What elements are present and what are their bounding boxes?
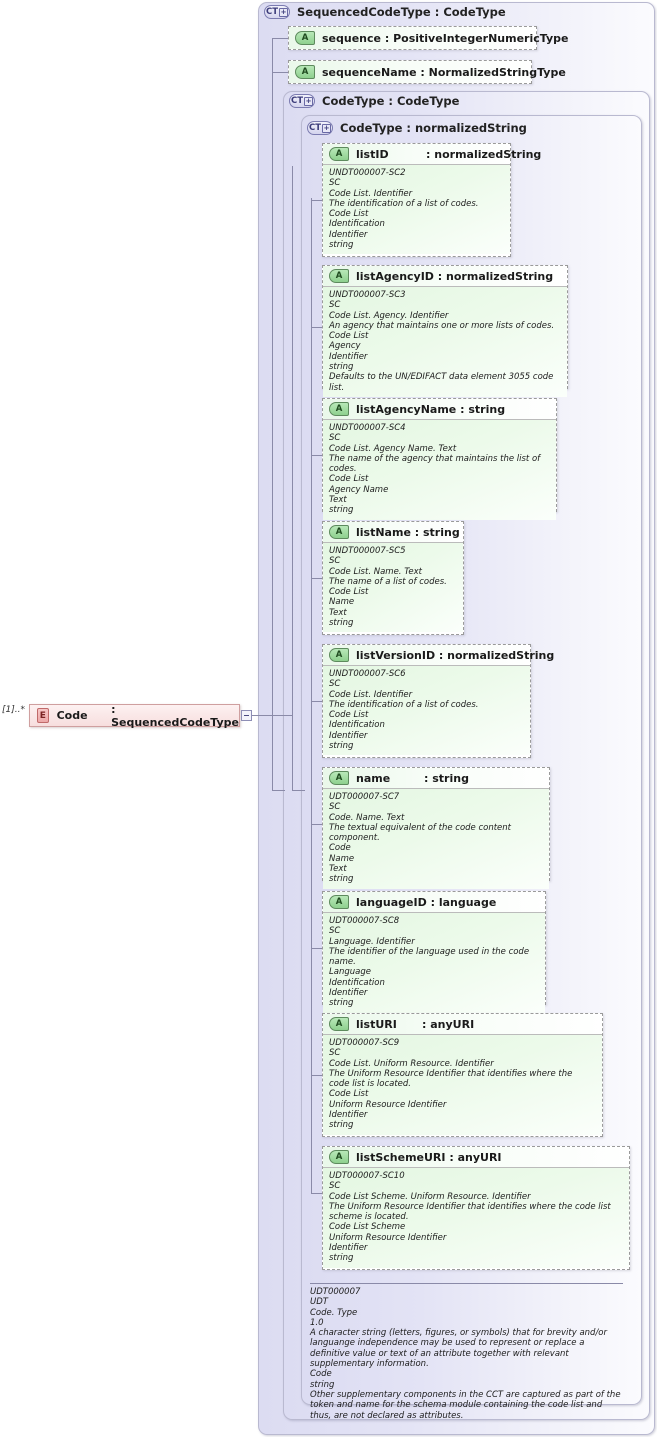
attribute-label: listSchemeURI : anyURI <box>356 1150 502 1164</box>
attribute-header: A listURI: anyURI <box>323 1014 602 1035</box>
attribute-header: A listVersionID : normalizedString <box>323 645 554 666</box>
complex-type-header-sequencedcodetype[interactable]: CT+ SequencedCodeType : CodeType <box>264 5 506 19</box>
connector-line <box>311 948 322 949</box>
attribute-header: A listAgencyName : string <box>323 399 556 420</box>
connector-line <box>311 578 322 579</box>
attribute-label: listID: normalizedString <box>356 147 542 161</box>
divider <box>310 1283 623 1284</box>
connector-line <box>311 824 322 825</box>
connector-line <box>272 38 273 791</box>
attribute-badge-icon: A <box>329 402 349 416</box>
doc-line: UDT <box>310 1297 328 1308</box>
connector-line <box>311 1193 322 1194</box>
connector-line <box>272 72 288 73</box>
doc-line: UDT000007 <box>310 1287 361 1297</box>
attribute-node-listname[interactable]: A listName : string UNDT000007-SC5 SC Co… <box>322 521 464 635</box>
attribute-node-listagencyname[interactable]: A listAgencyName : string UNDT000007-SC4… <box>322 398 557 520</box>
attribute-badge-icon: A <box>329 771 349 785</box>
attribute-node-listversionid[interactable]: A listVersionID : normalizedString UNDT0… <box>322 644 554 758</box>
attribute-badge-icon: A <box>329 147 349 161</box>
attribute-documentation: UDT000007-SC8 SC Language. Identifier Th… <box>323 913 545 1013</box>
attribute-header: A languageID : language <box>323 892 545 913</box>
complex-type-expand-icon[interactable]: CT+ <box>307 121 333 135</box>
connector-line <box>292 166 293 791</box>
connector-line <box>311 455 322 456</box>
connector-line <box>272 790 285 791</box>
doc-line: string <box>310 1379 335 1390</box>
attribute-badge-icon: A <box>329 525 349 539</box>
attribute-badge-icon: A <box>329 269 349 283</box>
doc-line: A character string (letters, figures, or… <box>310 1328 608 1370</box>
element-name: Code <box>56 709 88 722</box>
attribute-documentation: UNDT000007-SC2 SC Code List. Identifier … <box>323 165 510 255</box>
attribute-label: listAgencyName : string <box>356 402 506 416</box>
attribute-label: listVersionID : normalizedString <box>356 648 555 662</box>
attribute-label: languageID : language <box>356 895 497 909</box>
attribute-node-sequencename[interactable]: A sequenceName : NormalizedStringType <box>288 60 566 84</box>
attribute-documentation: UNDT000007-SC5 SC Code List. Name. Text … <box>323 543 463 633</box>
complex-type-expand-icon[interactable]: CT+ <box>289 94 315 108</box>
attribute-node-listid[interactable]: A listID: normalizedString UNDT000007-SC… <box>322 143 541 257</box>
complex-type-title: SequencedCodeType : CodeType <box>297 5 506 19</box>
doc-line: Code. Type <box>310 1307 358 1318</box>
attribute-header: A listAgencyID : normalizedString <box>323 266 567 287</box>
attribute-header: A name: string <box>323 768 549 789</box>
attribute-documentation: UDT000007-SC10 SC Code List Scheme. Unif… <box>323 1168 629 1268</box>
attribute-header: A sequenceName : NormalizedStringType <box>289 61 566 83</box>
attribute-label: sequence : PositiveIntegerNumericType <box>322 31 569 45</box>
attribute-node-sequence[interactable]: A sequence : PositiveIntegerNumericType <box>288 26 568 50</box>
cardinality-label: [1]..* <box>2 705 25 715</box>
attribute-documentation: UNDT000007-SC6 SC Code List. Identifier … <box>323 666 530 756</box>
attribute-badge-icon: A <box>329 895 349 909</box>
connector-line <box>311 1075 322 1076</box>
doc-line: 1.0 <box>310 1317 324 1328</box>
attribute-badge-icon: A <box>329 648 349 662</box>
element-collapse-toggle[interactable] <box>241 710 252 721</box>
attribute-header: A listID: normalizedString <box>323 144 541 165</box>
attribute-badge-icon: A <box>329 1150 349 1164</box>
doc-line: Code <box>310 1369 332 1380</box>
attribute-header: A listSchemeURI : anyURI <box>323 1147 629 1168</box>
attribute-label: listAgencyID : normalizedString <box>356 269 554 283</box>
element-type: : SequencedCodeType <box>111 702 239 729</box>
connector-line <box>311 200 322 201</box>
connector-line <box>311 327 322 328</box>
attribute-documentation: UDT000007-SC7 SC Code. Name. Text The te… <box>323 789 549 889</box>
attribute-header: A sequence : PositiveIntegerNumericType <box>289 27 568 49</box>
attribute-label: listName : string <box>356 525 460 539</box>
attribute-documentation: UNDT000007-SC4 SC Code List. Agency Name… <box>323 420 556 520</box>
connector-line <box>311 701 322 702</box>
attribute-node-listschemeuri[interactable]: A listSchemeURI : anyURI UDT000007-SC10 … <box>322 1146 630 1270</box>
attribute-node-name[interactable]: A name: string UDT000007-SC7 SC Code. Na… <box>322 767 550 889</box>
attribute-label: name: string <box>356 771 469 785</box>
attribute-badge-icon: A <box>295 31 315 45</box>
complex-type-header-codetype-normalizedstring[interactable]: CT+ CodeType : normalizedString <box>307 121 527 135</box>
attribute-node-listuri[interactable]: A listURI: anyURI UDT000007-SC9 SC Code … <box>322 1013 603 1137</box>
complex-type-expand-icon[interactable]: CT+ <box>264 5 290 19</box>
connector-line <box>272 38 288 39</box>
type-documentation-block: UDT000007 UDT Code. Type 1.0 A character… <box>310 1283 632 1421</box>
attribute-badge-icon: A <box>295 65 315 79</box>
attribute-documentation: UDT000007-SC9 SC Code List. Uniform Reso… <box>323 1035 602 1135</box>
connector-line <box>292 790 305 791</box>
attribute-header: A listName : string <box>323 522 463 543</box>
attribute-node-languageid[interactable]: A languageID : language UDT000007-SC8 SC… <box>322 891 546 1013</box>
attribute-label: listURI: anyURI <box>356 1017 475 1031</box>
complex-type-header-codetype[interactable]: CT+ CodeType : CodeType <box>289 94 459 108</box>
doc-line: Other supplementary components in the CC… <box>310 1389 621 1421</box>
attribute-label: sequenceName : NormalizedStringType <box>322 65 566 79</box>
attribute-documentation: UNDT000007-SC3 SC Code List. Agency. Ide… <box>323 287 567 397</box>
element-node-code[interactable]: E Code : SequencedCodeType <box>29 702 240 729</box>
element-badge-icon: E <box>37 708 49 723</box>
complex-type-title: CodeType : CodeType <box>322 94 460 108</box>
complex-type-title: CodeType : normalizedString <box>340 121 527 135</box>
attribute-node-listagencyid[interactable]: A listAgencyID : normalizedString UNDT00… <box>322 265 568 397</box>
connector-line <box>311 198 312 1193</box>
attribute-badge-icon: A <box>329 1017 349 1031</box>
